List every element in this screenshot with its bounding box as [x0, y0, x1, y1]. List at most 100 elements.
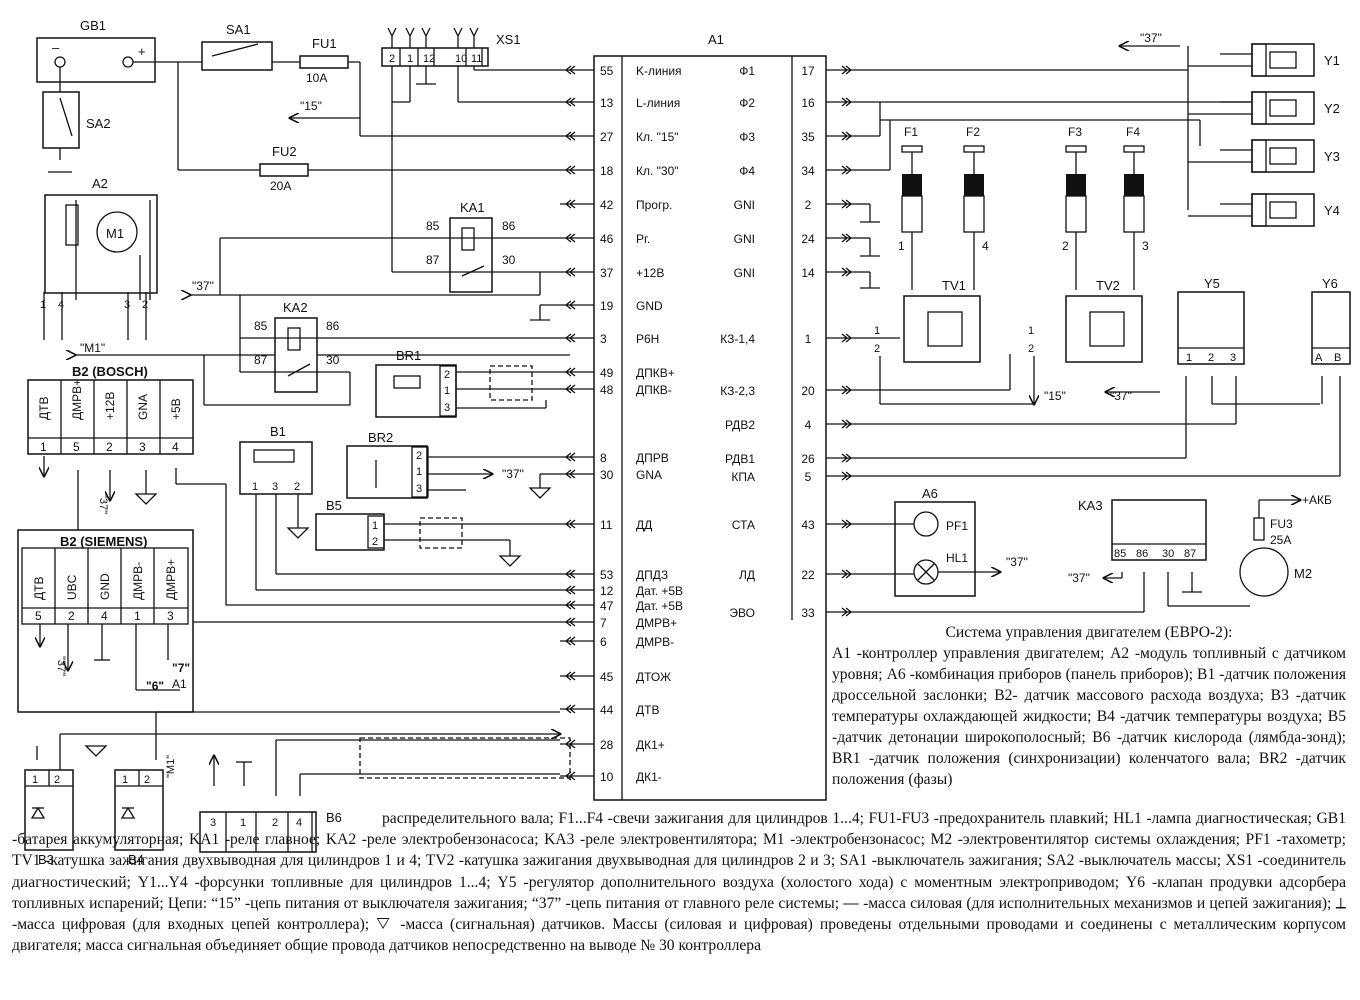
a1-pin-label: Ф3: [739, 130, 755, 144]
svg-text:87: 87: [1184, 548, 1196, 560]
svg-text:1: 1: [122, 774, 128, 786]
a1-pin-label: GNI: [734, 198, 755, 212]
connector-chevron: [841, 65, 853, 75]
spark-plug-cap: [963, 145, 985, 153]
spark-plug-insulator: [1066, 174, 1086, 196]
svg-text:KA2: KA2: [283, 300, 308, 315]
cluster-a6: A6 PF1 HL1 "37": [858, 486, 1028, 597]
svg-text:"37": "37": [192, 279, 214, 293]
xs1-pin-fork: [453, 27, 463, 48]
svg-text:1: 1: [416, 466, 422, 478]
b6-pin-number: 2: [272, 817, 278, 829]
relay-ka2: KA2 85 86 87 30: [203, 295, 560, 406]
svg-text:"M1": "M1": [80, 341, 105, 355]
xs1-pin-number: 1: [407, 53, 413, 65]
siemens-pin-number: 5: [35, 609, 42, 623]
caption-ground2: -масса цифровая (для входных цепей контр…: [12, 916, 370, 934]
a2-pin-number: 3: [124, 299, 130, 311]
xs1-pin-fork: [387, 27, 397, 48]
connector-chevron: [841, 569, 853, 579]
svg-text:"37": "37": [97, 494, 109, 514]
svg-text:30: 30: [1162, 548, 1174, 560]
xs1-pin-number: 10: [455, 53, 467, 65]
svg-text:"37": "37": [1006, 555, 1028, 569]
a1-pin-num: 6: [600, 635, 607, 649]
a1-pin-label: Ф4: [739, 164, 755, 178]
bosch-pin-number: 4: [172, 440, 179, 454]
coil-tv2: TV2 12 "15": [858, 278, 1143, 404]
spark-plug-insulator: [1124, 174, 1144, 196]
a2-pin-number: 2: [142, 299, 148, 311]
spark-plug-cap: [1123, 145, 1145, 153]
injector-body: [1251, 91, 1315, 125]
a1-pin-num: 48: [600, 383, 614, 397]
svg-text:+: +: [138, 44, 146, 59]
svg-text:"37": "37": [1140, 31, 1162, 45]
sensor-br1: BR1 213: [375, 348, 560, 418]
svg-text:87: 87: [426, 253, 440, 267]
svg-text:86: 86: [326, 319, 340, 333]
a1-pin-label: ЭВО: [729, 606, 755, 620]
a1-pin-num: 47: [600, 599, 614, 613]
a1-pin-label: ДПКВ-: [636, 383, 672, 397]
caption-ground1: -масса силовая (для исполнительных механ…: [863, 894, 1332, 912]
spark-plug-body: [901, 195, 923, 233]
bosch-col-label: ДТВ: [37, 397, 51, 420]
b6-pin-number: 3: [210, 817, 216, 829]
caption-full: распределительного вала; F1...F4 -свечи …: [12, 808, 1346, 956]
svg-text:FU3: FU3: [1270, 517, 1293, 531]
a1-pin-num: 1: [805, 332, 812, 346]
b6-pin-number: 1: [240, 817, 246, 829]
spark-plug-body: [1123, 195, 1145, 233]
svg-text:A: A: [1315, 352, 1323, 364]
a1-pin-num: 14: [801, 266, 815, 280]
svg-text:SA1: SA1: [226, 22, 251, 37]
connector-chevron: [564, 233, 576, 243]
a1-pin-num: 37: [600, 266, 614, 280]
xs1-pin-fork: [469, 27, 479, 48]
svg-text:–: –: [52, 40, 60, 55]
svg-text:SA2: SA2: [86, 116, 111, 131]
svg-text:1: 1: [1028, 325, 1034, 337]
ground-symbol-signal: ▽: [376, 916, 401, 934]
spark-plug-cap: [901, 145, 923, 153]
a1-pin-label: Ф1: [739, 64, 755, 78]
injector-pin-block: [1251, 91, 1267, 125]
svg-text:"37": "37": [1068, 571, 1090, 585]
a1-pin-num: 44: [600, 703, 614, 717]
gni-grounds: [858, 203, 880, 289]
a1-title: A1: [708, 32, 724, 47]
ground-19: [530, 304, 560, 321]
a1-pin-num: 45: [600, 670, 614, 684]
injector-coil: [1269, 201, 1297, 219]
a1-pin-num: 33: [801, 606, 815, 620]
injector-label: Y3: [1324, 149, 1340, 164]
a1-pin-label: Дат. +5В: [636, 599, 683, 613]
connector-chevron: [564, 300, 576, 310]
injector-coil: [1269, 99, 1297, 117]
injector-pin-block: [1251, 139, 1267, 173]
spark-plug-cap: [1065, 145, 1087, 153]
connector-chevron: [564, 585, 576, 595]
svg-text:Y5: Y5: [1204, 276, 1220, 291]
svg-text:2: 2: [144, 774, 150, 786]
svg-text:10А: 10А: [306, 71, 327, 85]
connector-chevron: [841, 607, 853, 617]
injector-coil: [1269, 51, 1297, 69]
svg-text:B2 (BOSCH): B2 (BOSCH): [72, 364, 148, 379]
switch-sa1: SA1: [201, 22, 273, 71]
spark-plug-cylinder: 1: [898, 239, 905, 253]
svg-text:1: 1: [252, 481, 258, 493]
a1-pin-label: Прогр.: [636, 198, 672, 212]
a1-pin-num: 5: [805, 470, 812, 484]
svg-text:2: 2: [444, 369, 450, 381]
xs1-pin-number: 2: [389, 53, 395, 65]
connector-chevron: [564, 617, 576, 627]
bosch-col-label: +12В: [103, 392, 117, 420]
bosch-col-label: +5В: [169, 398, 183, 420]
